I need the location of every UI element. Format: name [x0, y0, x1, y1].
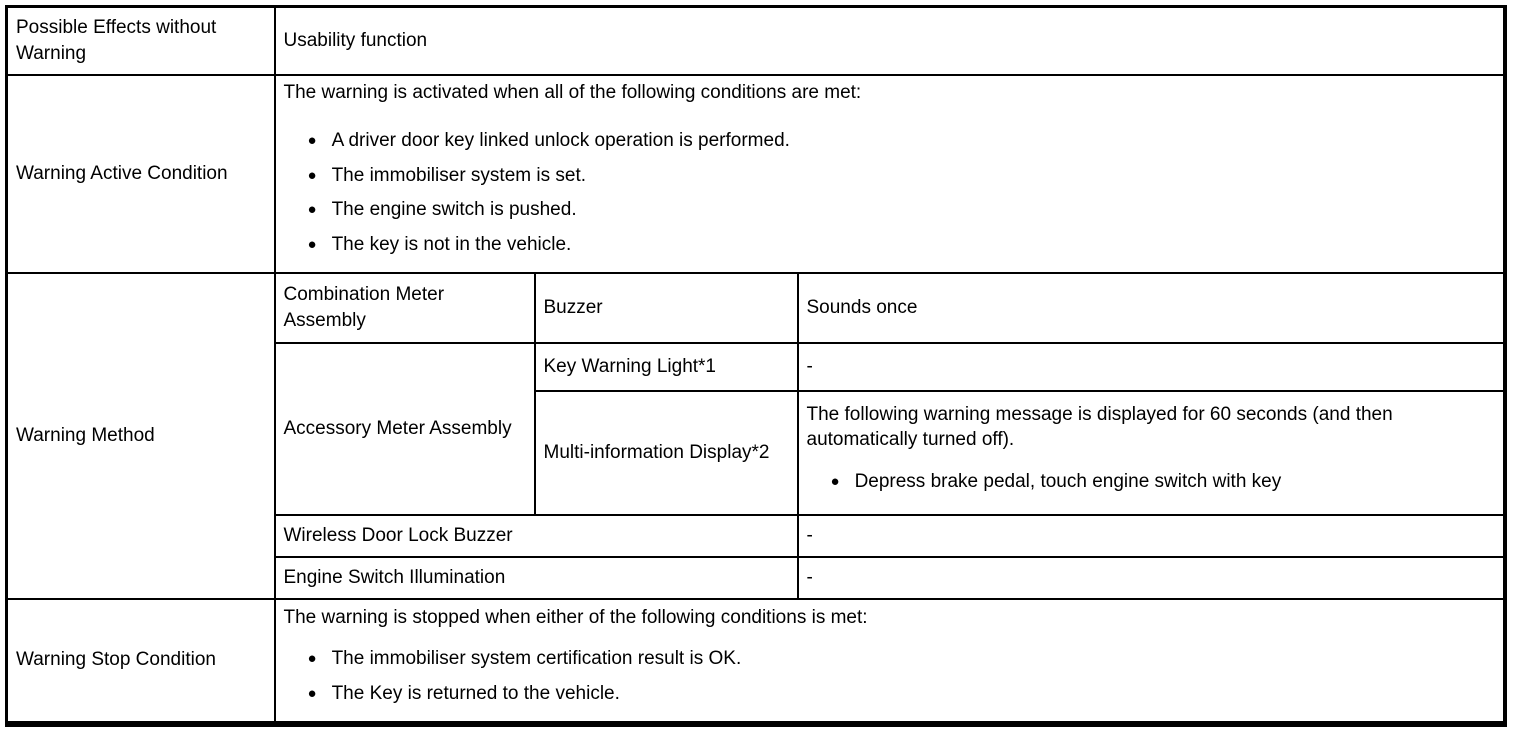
buzzer-item: Buzzer — [533, 271, 799, 344]
key-warning-light-item: Key Warning Light*1 — [533, 341, 799, 392]
row-possible-effects: Possible Effects without Warning Usabili… — [5, 5, 1506, 76]
bullet-text: Depress brake pedal, touch engine switch… — [854, 470, 1282, 492]
bullet-icon: ● — [307, 132, 317, 150]
buzzer-value: Sounds once — [796, 271, 1506, 344]
list-item: ● A driver door key linked unlock operat… — [308, 128, 1496, 154]
bullet-text: The engine switch is pushed. — [331, 199, 577, 221]
warning-active-content: The warning is activated when all of the… — [273, 73, 1506, 274]
possible-effects-value: Usability function — [273, 5, 1506, 76]
row-wireless-door-lock-buzzer: Wireless Door Lock Buzzer - — [7, 513, 1506, 558]
combination-meter-component: Combination Meter Assembly — [273, 271, 536, 344]
list-item: ● The immobiliser system certification r… — [308, 646, 1496, 672]
list-item: ● The immobiliser system is set. — [308, 163, 1496, 189]
bullet-text: The key is not in the vehicle. — [331, 233, 572, 255]
list-item: ● The Key is returned to the vehicle. — [308, 681, 1496, 707]
wireless-door-lock-buzzer-component: Wireless Door Lock Buzzer — [273, 513, 799, 558]
wireless-door-lock-buzzer-value: - — [796, 513, 1506, 558]
bullet-icon: ● — [307, 650, 317, 668]
list-item: ● The key is not in the vehicle. — [308, 232, 1496, 258]
bullet-icon: ● — [307, 235, 317, 253]
warning-stop-intro: The warning is stopped when either of th… — [283, 606, 868, 628]
multi-information-display-item: Multi-information Display*2 — [533, 389, 799, 516]
row-warning-active: Warning Active Condition The warning is … — [5, 73, 1506, 274]
list-item: ● Depress brake pedal, touch engine swit… — [831, 469, 1496, 495]
bullet-text: The immobiliser system is set. — [331, 164, 587, 186]
bullet-icon: ● — [307, 684, 317, 702]
engine-switch-illumination-component: Engine Switch Illumination — [273, 555, 799, 600]
list-item: ● The engine switch is pushed. — [308, 197, 1496, 223]
warning-spec-table: Possible Effects without Warning Usabili… — [5, 5, 1507, 727]
row-engine-switch-illumination: Engine Switch Illumination - — [7, 555, 1506, 600]
warning-active-label: Warning Active Condition — [5, 73, 276, 274]
key-warning-light-value: - — [796, 341, 1506, 392]
bullet-icon: ● — [307, 166, 317, 184]
warning-stop-label: Warning Stop Condition — [5, 597, 276, 725]
row-warning-stop: Warning Stop Condition The warning is st… — [5, 597, 1506, 725]
bullet-text: A driver door key linked unlock operatio… — [331, 130, 790, 152]
possible-effects-label: Possible Effects without Warning — [5, 5, 276, 76]
warning-stop-content: The warning is stopped when either of th… — [273, 597, 1506, 725]
multi-information-display-bullets: ● Depress brake pedal, touch engine swit… — [807, 469, 1496, 495]
bullet-text: The Key is returned to the vehicle. — [331, 682, 620, 704]
bullet-text: The immobiliser system certification res… — [331, 648, 742, 670]
accessory-meter-component: Accessory Meter Assembly — [273, 341, 536, 516]
bullet-icon: ● — [830, 472, 840, 490]
row-warning-method-buzzer: Warning Method Combination Meter Assembl… — [5, 271, 1506, 600]
bullet-icon: ● — [307, 201, 317, 219]
warning-method-label: Warning Method — [5, 271, 276, 600]
multi-information-display-intro: The following warning message is display… — [806, 403, 1393, 451]
row-multi-information-display: Multi-information Display*2 The followin… — [7, 389, 1506, 516]
multi-information-display-content: The following warning message is display… — [796, 389, 1506, 516]
warning-active-intro: The warning is activated when all of the… — [283, 82, 862, 104]
row-key-warning-light: Accessory Meter Assembly Key Warning Lig… — [7, 341, 1506, 516]
warning-stop-bullets: ● The immobiliser system certification r… — [284, 646, 1496, 706]
engine-switch-illumination-value: - — [796, 555, 1506, 600]
warning-active-bullets: ● A driver door key linked unlock operat… — [284, 128, 1496, 258]
